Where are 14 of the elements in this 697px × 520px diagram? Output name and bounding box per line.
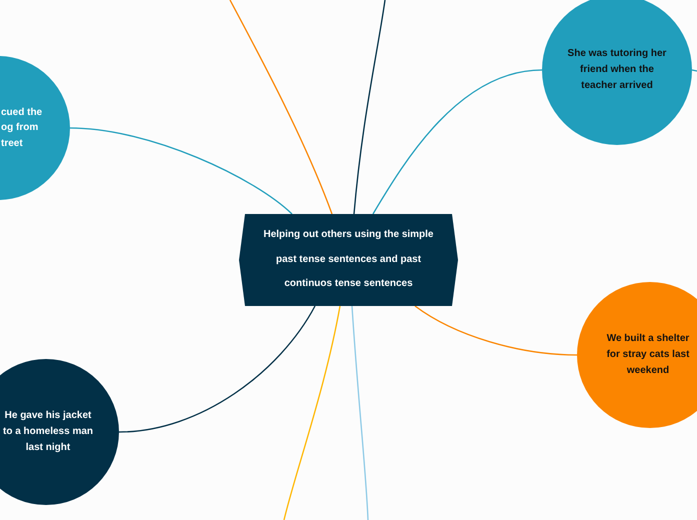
connector-line — [283, 306, 341, 520]
node-text: She was tutoring her friend when the teacher arrived — [566, 47, 668, 93]
connector-line — [372, 69, 542, 214]
connector-line — [351, 306, 369, 520]
connector-line — [692, 69, 697, 72]
node-text: He gave his jacket to a homeless man last night — [2, 409, 94, 455]
connector-line — [70, 127, 292, 214]
connector-line — [118, 306, 316, 433]
node-text: We built a shelter for stray cats last weekend — [606, 332, 690, 378]
node-text: Helping out others using the simple past tense sentences and past continuos tense sentences — [262, 228, 434, 291]
connector-line — [229, 0, 333, 214]
node-text: cued the og from treet — [1, 106, 44, 150]
connector-line — [353, 0, 386, 214]
connector-line — [414, 305, 578, 356]
